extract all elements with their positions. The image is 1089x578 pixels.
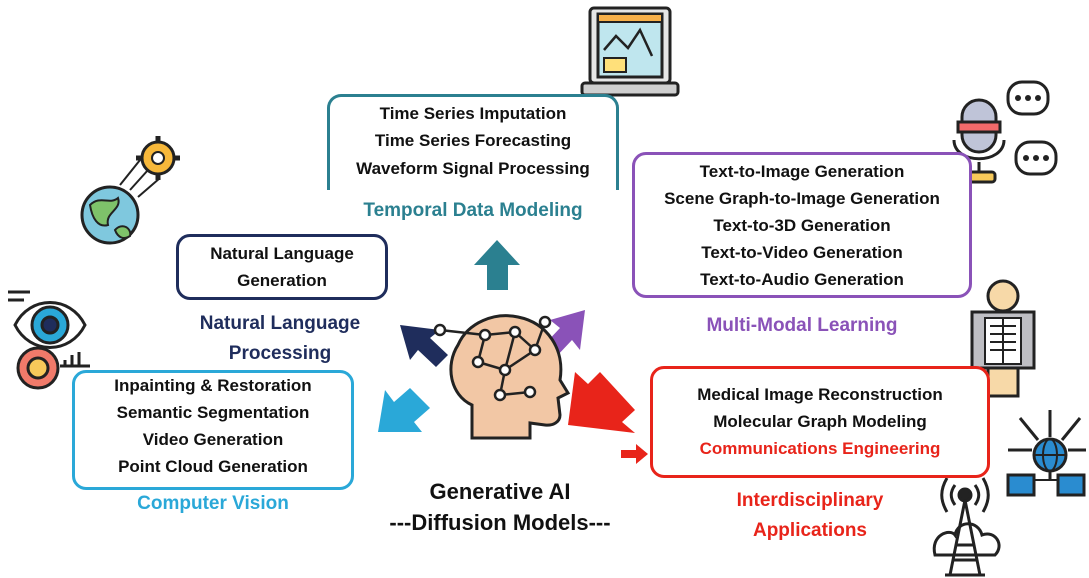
arrow-to-cv: [378, 388, 430, 432]
multimodal-item-1: Scene Graph-to-Image Generation: [664, 189, 940, 208]
temporal-item-2: Waveform Signal Processing: [356, 159, 590, 178]
center-subtitle: ---Diffusion Models---: [389, 510, 611, 535]
cv-item-2: Video Generation: [142, 430, 284, 449]
multimodal-box: [632, 152, 972, 298]
temporal-item-1: Time Series Forecasting: [374, 131, 572, 150]
interdisciplinary-item-1: Molecular Graph Modeling: [713, 412, 927, 431]
cv-item-3: Point Cloud Generation: [118, 457, 308, 476]
arrow-to-nlp: [400, 325, 448, 367]
globe-gear-icon: [80, 136, 180, 245]
nlp-item-0: Natural Language: [210, 244, 354, 263]
laptop-chart-icon: [580, 6, 680, 97]
arrow-to-interdisciplinary: [568, 372, 635, 433]
temporal-box: [327, 94, 619, 190]
multimodal-item-4: Text-to-Audio Generation: [700, 270, 904, 289]
nlp-item-1: Generation: [237, 271, 327, 290]
multimodal-item-3: Text-to-Video Generation: [701, 243, 903, 262]
temporal-label: Temporal Data Modeling: [363, 200, 583, 221]
temporal-item-0: Time Series Imputation: [379, 104, 567, 123]
nlp-box: [176, 234, 388, 300]
nlp-label-line-2: Processing: [228, 343, 332, 364]
cv-box: [72, 370, 354, 490]
multimodal-label: Multi-Modal Learning: [706, 315, 898, 336]
interdisciplinary-item-2: Communications Engineering: [699, 439, 941, 458]
human-xray-icon: [970, 279, 1036, 398]
small-arrow-right: [621, 444, 648, 464]
ai-head-icon: [433, 314, 571, 440]
cv-item-0: Inpainting & Restoration: [114, 376, 312, 395]
interdisciplinary-label-line-2: Applications: [752, 520, 867, 541]
multimodal-item-2: Text-to-3D Generation: [713, 216, 891, 235]
nlp-label-line-1: Natural Language: [199, 313, 361, 334]
cv-item-1: Semantic Segmentation: [116, 403, 310, 422]
interdisciplinary-box: [650, 366, 990, 478]
radio-tower-icon: [932, 477, 1001, 577]
cv-label: Computer Vision: [137, 493, 289, 514]
center-title: Generative AI: [429, 479, 571, 504]
interdisciplinary-item-0: Medical Image Reconstruction: [697, 385, 943, 404]
interdisciplinary-label-line-1: Interdisciplinary: [736, 490, 884, 511]
eye-analytics-icon: [8, 290, 90, 390]
arrow-up-temporal: [474, 240, 520, 290]
network-globe-icon: [1006, 410, 1086, 497]
multimodal-item-0: Text-to-Image Generation: [699, 162, 905, 181]
